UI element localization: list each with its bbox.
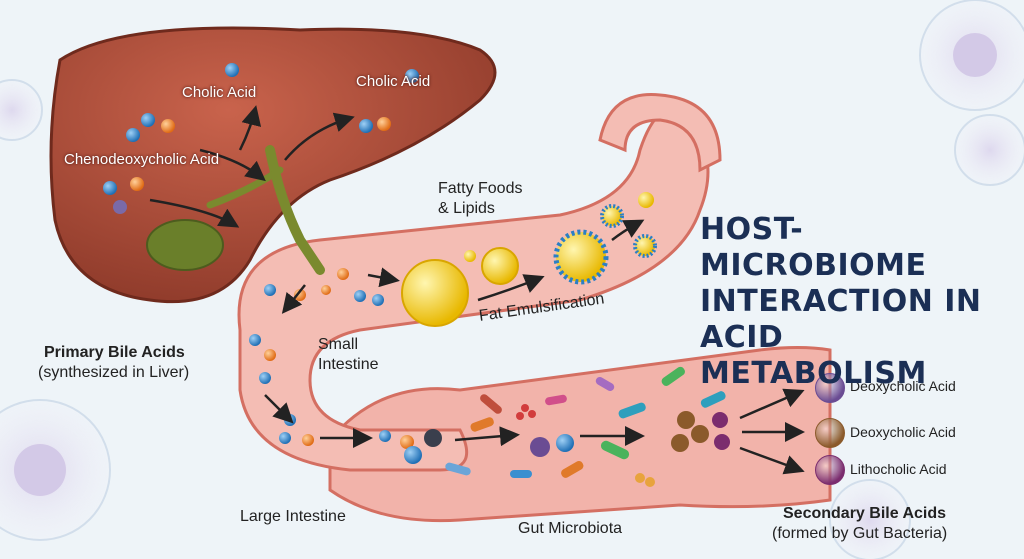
- label-large-intestine: Large Intestine: [240, 508, 346, 525]
- label-fatty-foods-line2: & Lipids: [438, 200, 495, 217]
- label-fatty-foods-line1: Fatty Foods: [438, 180, 523, 197]
- label-cholic-acid-left: Cholic Acid: [182, 84, 257, 101]
- label-secondary-bile-acids: Secondary Bile Acids: [783, 505, 947, 522]
- label-output-1: Deoxycholic Acid: [850, 378, 956, 394]
- label-small-intestine-line2: Intestine: [318, 356, 379, 373]
- label-gut-microbiota: Gut Microbiota: [518, 520, 623, 537]
- output-molecule-1: [815, 373, 845, 403]
- large-intestine-shape: [328, 346, 832, 523]
- label-primary-bile-acids: Primary Bile Acids: [44, 344, 185, 361]
- label-chenodeoxycholic-acid: Chenodeoxycholic Acid: [64, 151, 220, 168]
- output-molecule-2: [815, 418, 845, 448]
- title-line-1: HOST-MICROBIOME: [700, 212, 927, 283]
- liver-arrows: [149, 105, 355, 228]
- label-output-3: Lithocholic Acid: [850, 461, 947, 477]
- label-cholic-acid-right: Cholic Acid: [356, 73, 431, 90]
- bile-duct: [265, 145, 325, 275]
- label-small-intestine-line1: Small: [318, 336, 359, 353]
- title-line-3: ACID METABOLISM: [700, 320, 927, 391]
- gut-microbiota: [379, 366, 730, 487]
- liver-bile-acids: [103, 63, 419, 214]
- fat-droplets: [401, 192, 657, 327]
- output-arrows: [739, 388, 805, 475]
- intestine-arrows: [264, 219, 645, 448]
- label-output-2: Deoxycholic Acid: [850, 424, 956, 440]
- gallbladder: [146, 219, 224, 271]
- upper-gut-shape: [598, 93, 722, 173]
- title-line-2: INTERACTION IN: [700, 284, 982, 319]
- label-primary-bile-acids-sub: (synthesized in Liver): [38, 364, 190, 381]
- label-secondary-bile-acids-sub: (formed by Gut Bacteria): [772, 525, 948, 542]
- diagram-title: HOST-MICROBIOME INTERACTION IN ACID META…: [700, 212, 1000, 392]
- bile-duct-branch: [206, 166, 284, 209]
- output-molecule-3: [815, 455, 845, 485]
